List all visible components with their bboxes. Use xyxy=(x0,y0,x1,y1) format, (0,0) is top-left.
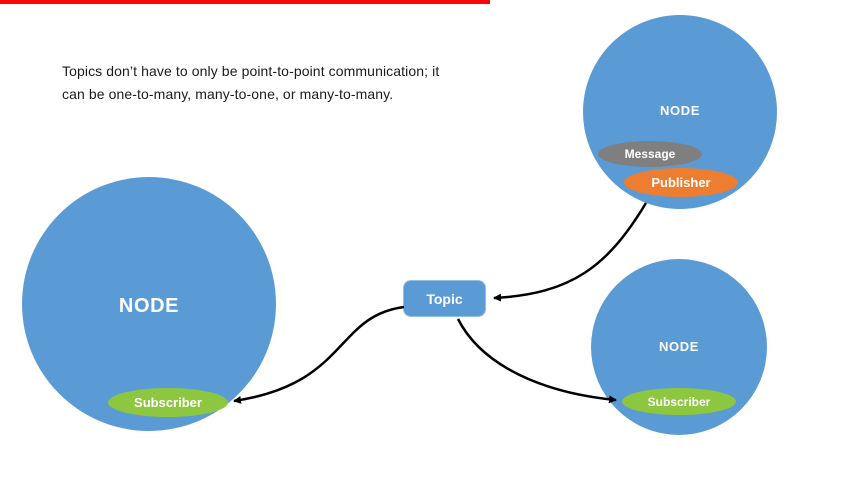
message-label: Message xyxy=(624,147,676,161)
message-oval: Message xyxy=(598,141,702,167)
topic-label: Topic xyxy=(426,290,463,307)
publisher-label: Publisher xyxy=(651,175,711,190)
topic-box: Topic xyxy=(403,280,486,317)
publisher-oval: Publisher xyxy=(624,168,738,197)
subscriber-oval-right: Subscriber xyxy=(622,388,736,415)
subscriber-left-label: Subscriber xyxy=(134,395,202,410)
node-bottom-right-label: NODE xyxy=(659,339,699,354)
caption-text: Topics don’t have to only be point-to-po… xyxy=(62,60,502,105)
video-progress-bar xyxy=(0,0,490,4)
caption-line-2: can be one-to-many, many-to-one, or many… xyxy=(62,85,394,102)
subscriber-right-label: Subscriber xyxy=(647,394,711,409)
subscriber-oval-left: Subscriber xyxy=(108,388,228,417)
node-left-label: NODE xyxy=(118,295,180,317)
caption-line-1: Topics don’t have to only be point-to-po… xyxy=(62,63,440,79)
node-top-right-label: NODE xyxy=(660,103,700,118)
